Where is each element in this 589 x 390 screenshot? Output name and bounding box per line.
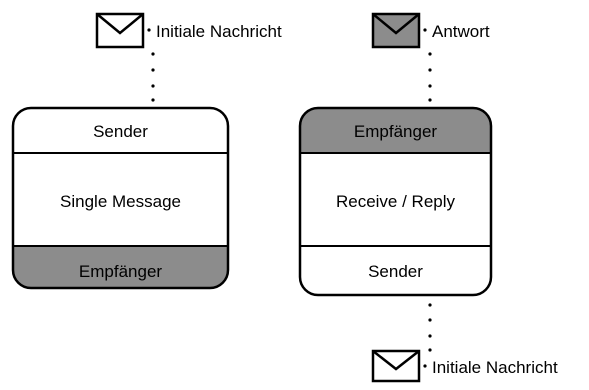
envelope-flap <box>372 350 420 371</box>
left-top-label: Sender <box>93 122 148 141</box>
envelope-icon <box>371 12 421 49</box>
left-block-border <box>11 106 230 290</box>
left-initial-message: Initiale Nachricht <box>95 12 282 49</box>
envelope-icon <box>95 12 145 49</box>
connector-dot <box>147 28 151 32</box>
right-top-connector-dotted <box>428 52 432 102</box>
envelope-flap <box>372 13 420 35</box>
message-label: Antwort <box>432 22 490 41</box>
left-middle-section <box>13 153 228 246</box>
right-reply-message: Antwort <box>371 12 490 49</box>
message-label: Initiale Nachricht <box>156 22 282 41</box>
left-bottom-section <box>13 246 228 288</box>
right-bottom-section <box>300 246 491 295</box>
right-top-label: Empfänger <box>354 122 437 141</box>
left-middle-label: Single Message <box>60 192 181 211</box>
right-outgoing-message: Initiale Nachricht <box>371 349 558 383</box>
connector-dot <box>423 28 427 32</box>
left-top-section <box>13 108 228 153</box>
right-top-section <box>300 108 491 153</box>
left-bottom-label: Empfänger <box>79 262 162 281</box>
left-connector-dotted <box>151 52 155 102</box>
right-middle-section <box>300 153 491 246</box>
connector-dot <box>423 364 427 368</box>
message-label: Initiale Nachricht <box>432 358 558 377</box>
right-message-block: Empfänger Receive / Reply Sender <box>298 106 493 297</box>
envelope-flap <box>96 13 144 35</box>
right-bottom-label: Sender <box>368 262 423 281</box>
right-bottom-connector-dotted <box>428 303 432 352</box>
envelope-icon <box>371 349 421 383</box>
right-block-border <box>298 106 493 297</box>
right-middle-label: Receive / Reply <box>336 192 456 211</box>
left-message-block: Sender Single Message Empfänger <box>11 106 230 290</box>
